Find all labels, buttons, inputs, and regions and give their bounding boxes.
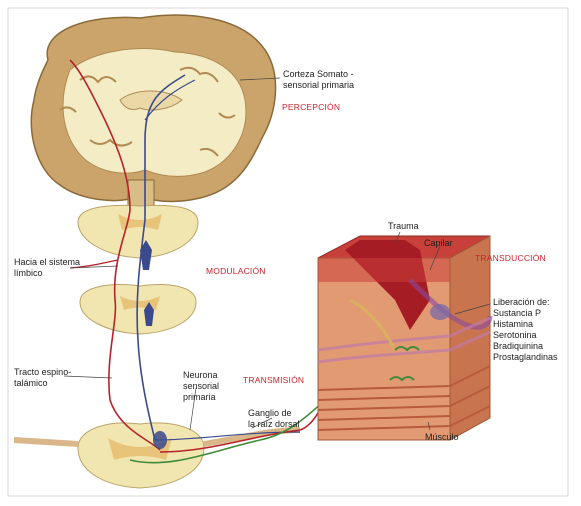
label-neurona: Neurona sensorial primaria — [183, 370, 219, 403]
label-percepcion: PERCEPCIÓN — [282, 102, 340, 113]
mast-cell — [430, 304, 450, 320]
label-liberacion: Liberación de: Sustancia P Histamina Ser… — [493, 297, 558, 363]
label-modulacion: MODULACIÓN — [206, 266, 266, 277]
label-transduccion: TRANSDUCCIÓN — [475, 253, 546, 264]
cord-section-upper — [78, 205, 198, 258]
label-ganglio: Ganglio de la raíz dorsal — [248, 408, 300, 430]
label-transmision: TRANSMISIÓN — [243, 375, 304, 386]
label-limbico: Hacia el sistema límbico — [14, 257, 80, 279]
label-cortex: Corteza Somato - sensorial primaria — [283, 69, 354, 91]
brain-section — [31, 15, 275, 210]
label-capilar: Capilar — [424, 238, 453, 249]
label-tracto: Tracto espino- talámico — [14, 367, 71, 389]
tissue-block — [318, 236, 490, 440]
brain-white-matter — [63, 49, 246, 177]
label-musculo: Músculo — [425, 432, 459, 443]
label-trauma: Trauma — [388, 221, 419, 232]
ganglion-cell — [153, 431, 167, 449]
